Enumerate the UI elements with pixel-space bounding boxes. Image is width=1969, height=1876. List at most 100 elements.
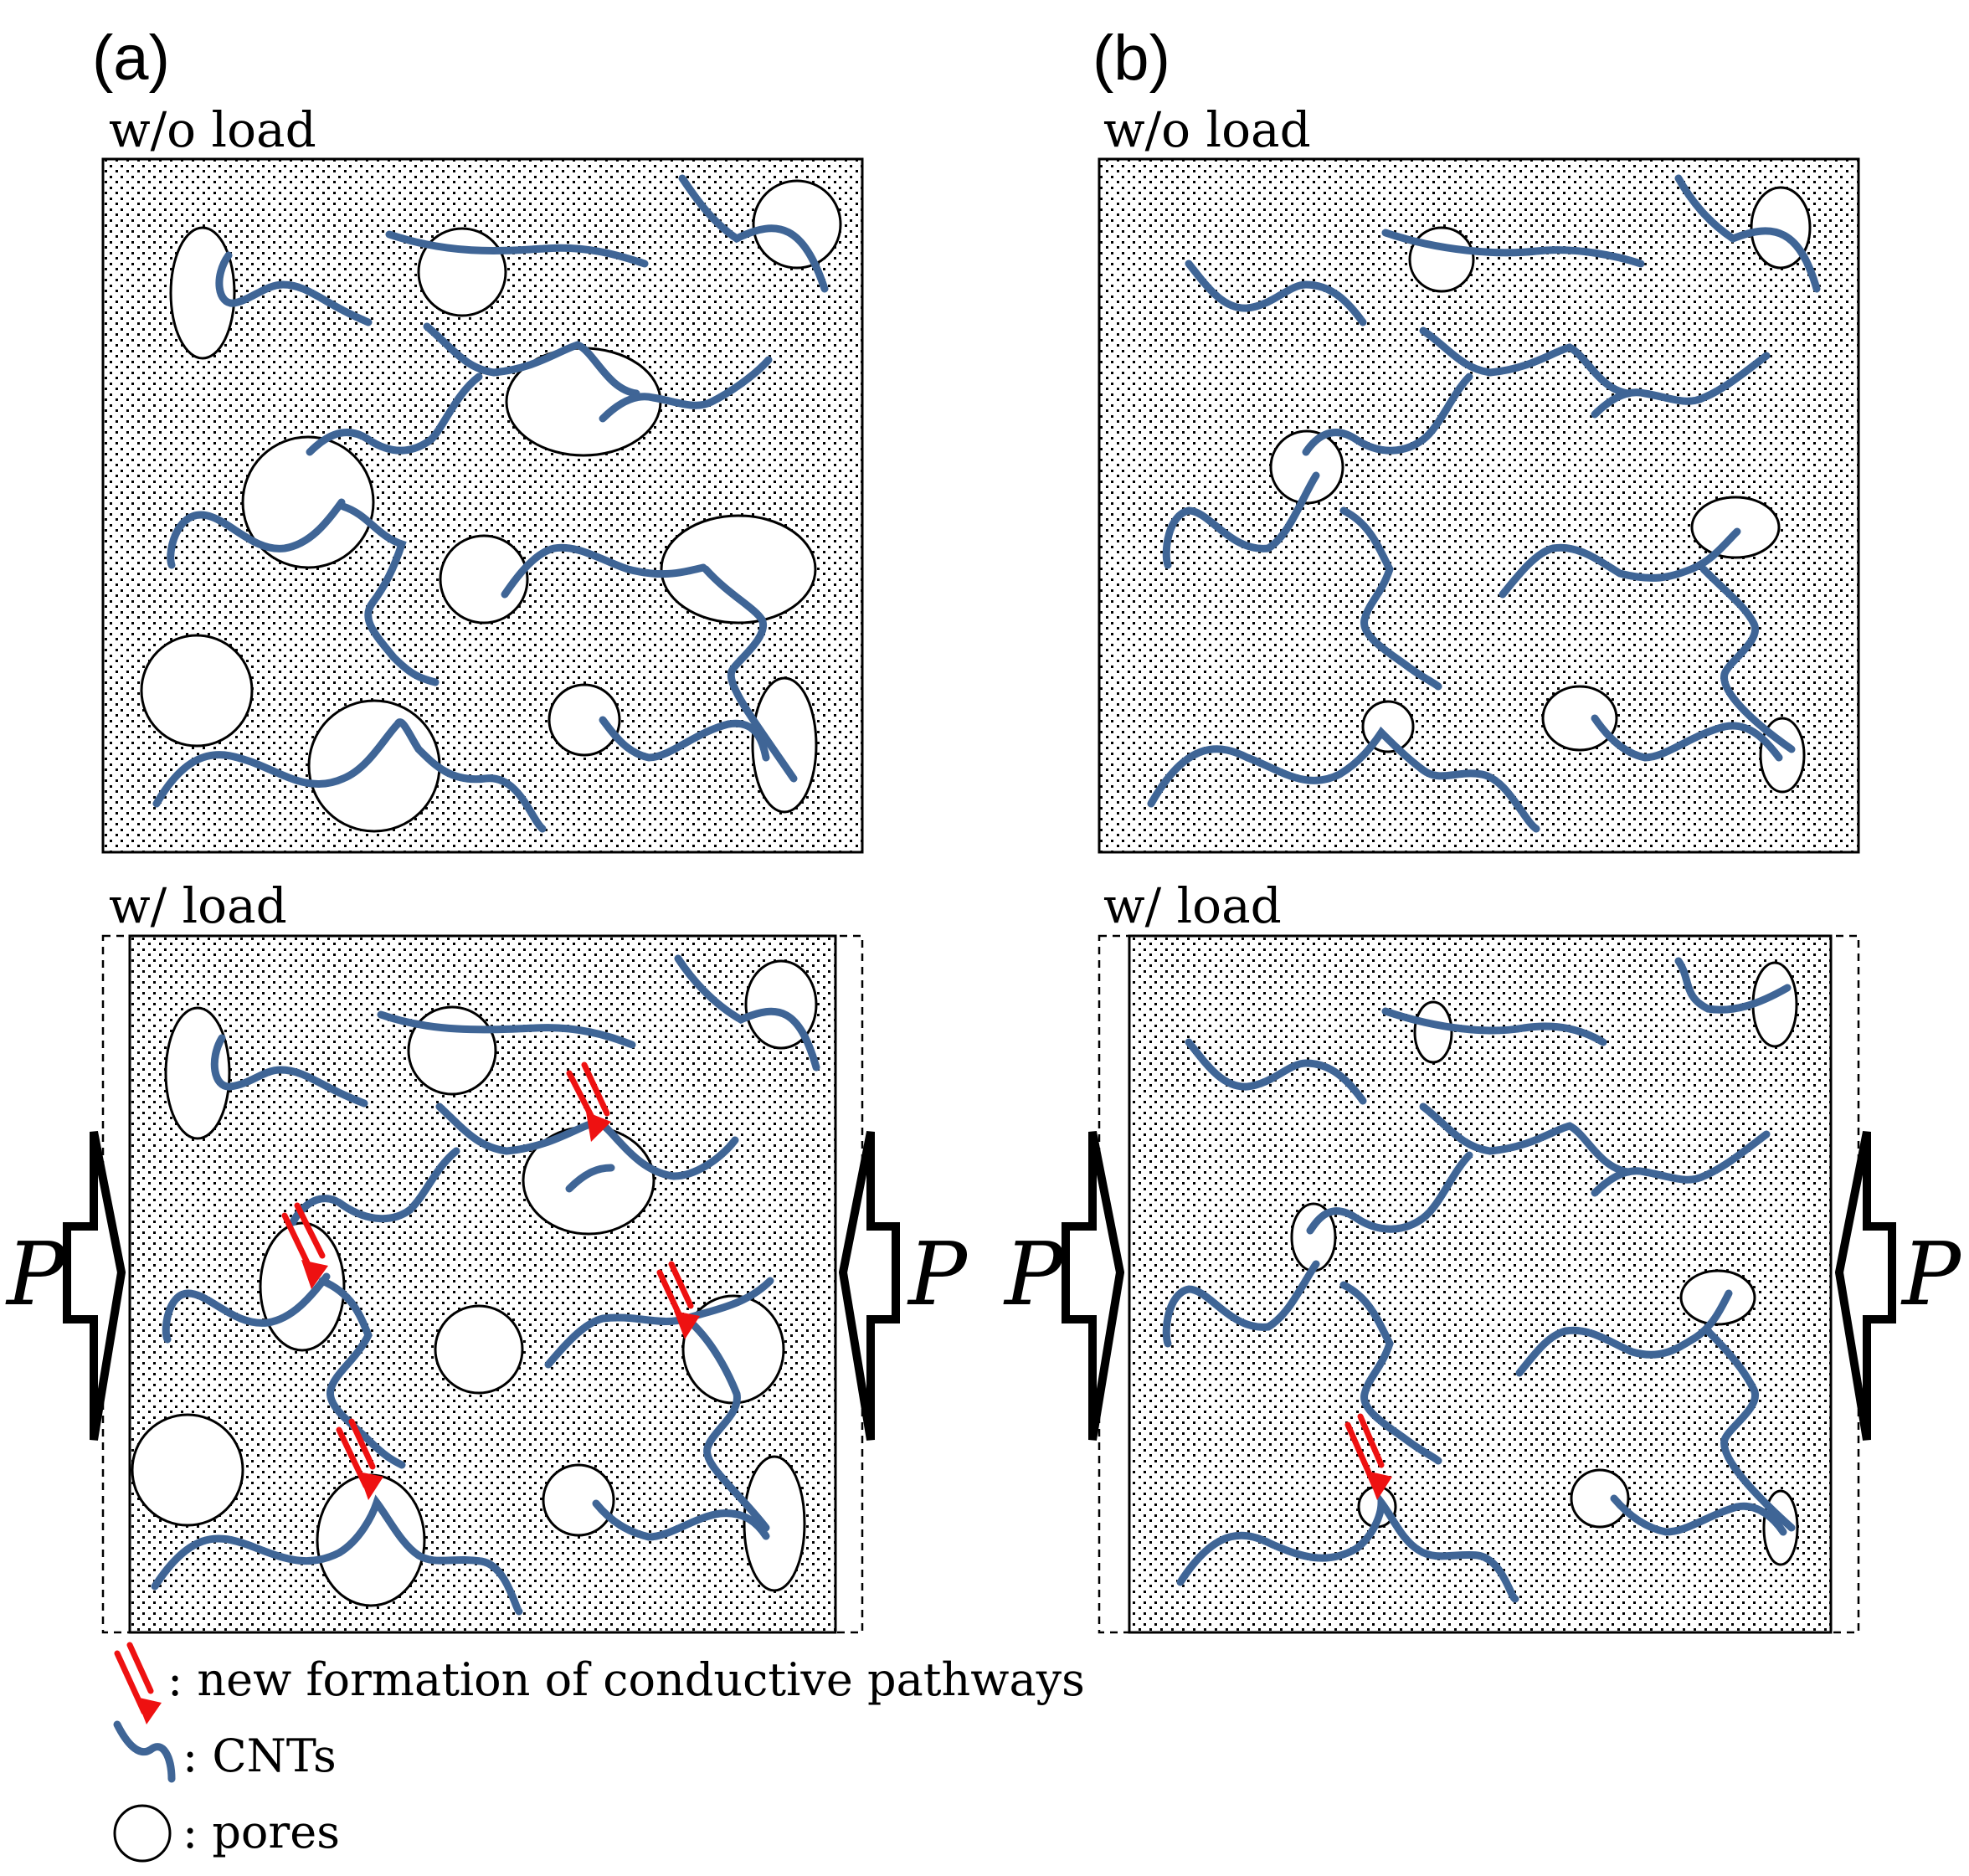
- pore: [1690, 496, 1781, 559]
- pore: [1570, 1468, 1630, 1529]
- cnt: [1591, 1130, 1771, 1197]
- panel-b-loaded-sample: P P: [1003, 934, 1962, 1634]
- pore: [140, 634, 254, 748]
- pore: [434, 1304, 524, 1395]
- cnt: [1147, 726, 1540, 833]
- force-arrow-left-icon: [63, 1131, 126, 1441]
- cnt: [1419, 1102, 1632, 1176]
- cnt: [210, 1034, 368, 1108]
- cnt: [423, 322, 640, 398]
- pores: [131, 959, 818, 1607]
- cnt: [1381, 1007, 1607, 1046]
- cnt: [501, 543, 707, 599]
- cnt: [1339, 1281, 1442, 1465]
- panel-a-unloaded-sample: [101, 157, 864, 854]
- cnt: [599, 356, 773, 423]
- cnt: [385, 230, 649, 268]
- legend-label: : new formation of conductive pathways: [167, 1653, 1085, 1706]
- panel-a-label: (a): [92, 23, 170, 94]
- pore: [1269, 429, 1344, 505]
- pore: [164, 1006, 231, 1140]
- legend: : new formation of conductive pathways :…: [113, 1642, 1085, 1863]
- cnt: [1176, 1491, 1519, 1603]
- cnt: [592, 1499, 770, 1541]
- pore: [407, 1005, 497, 1096]
- cnt: [599, 716, 770, 762]
- pore: [752, 179, 842, 270]
- pore: [169, 226, 236, 360]
- panel-b-unloaded-sample: [1098, 157, 1860, 854]
- cnt: [1699, 565, 1796, 753]
- red-arrow-icon: [656, 1261, 700, 1339]
- cnt-squiggle-icon: [113, 1720, 176, 1783]
- legend-item-cnts: : CNTs: [113, 1720, 337, 1783]
- cnt: [339, 502, 440, 686]
- cnt: [1162, 1260, 1320, 1348]
- cnt: [1162, 471, 1320, 569]
- pore: [751, 676, 818, 814]
- new-pathway-arrows: [1344, 1413, 1392, 1500]
- cnt: [678, 174, 829, 293]
- cnt: [1591, 352, 1771, 419]
- force-label-right: P: [907, 1223, 969, 1325]
- force-label-left: P: [5, 1223, 67, 1325]
- red-arrow-icon: [566, 1061, 611, 1142]
- pore-circle-icon: [113, 1804, 172, 1863]
- cnt: [215, 251, 373, 326]
- new-pathway-arrows: [281, 1061, 700, 1500]
- force-label-right: P: [1900, 1223, 1962, 1325]
- pore: [548, 683, 621, 757]
- red-arrow-icon: [281, 1202, 328, 1289]
- cnt: [1674, 957, 1792, 1014]
- force-arrow-left-icon: [1062, 1131, 1125, 1441]
- force-label-left: P: [1003, 1223, 1065, 1325]
- pore: [307, 699, 441, 833]
- cnt: [306, 373, 483, 456]
- red-arrow-icon: [114, 1642, 162, 1724]
- cnt: [1610, 1494, 1787, 1536]
- cnt: [152, 718, 547, 833]
- cnts: [151, 954, 820, 1616]
- cnts: [1147, 174, 1821, 833]
- pore: [439, 534, 529, 624]
- panel-a-top-condition: w/o load: [109, 101, 316, 158]
- pore: [1541, 685, 1618, 752]
- cnt: [1419, 326, 1632, 398]
- cnt: [1302, 373, 1473, 456]
- cnt: [565, 1164, 615, 1193]
- panel-b-bottom-condition: w/ load: [1103, 877, 1282, 934]
- cnt: [682, 1314, 770, 1532]
- legend-label: : CNTs: [183, 1730, 337, 1782]
- panel-a-loaded-sample: P P: [5, 934, 969, 1634]
- pores: [140, 179, 842, 833]
- cnts: [152, 174, 829, 833]
- cnts: [1162, 957, 1796, 1603]
- cnt: [1381, 229, 1645, 268]
- panel-b-label: (b): [1092, 23, 1170, 94]
- cnt: [377, 1010, 636, 1049]
- pore: [1413, 1000, 1453, 1064]
- force-arrow-right-icon: [838, 1131, 900, 1441]
- pore: [542, 1463, 615, 1537]
- cnt: [151, 1494, 523, 1616]
- panel-b: (b) w/o load: [1003, 23, 1962, 1634]
- pore: [1408, 226, 1475, 293]
- panel-a-bottom-condition: w/ load: [109, 877, 287, 934]
- panel-b-top-condition: w/o load: [1103, 101, 1311, 158]
- pores: [1290, 961, 1799, 1566]
- pore: [660, 514, 817, 624]
- red-arrow-icon: [336, 1418, 383, 1500]
- cnt: [167, 498, 346, 569]
- cnt: [1704, 1327, 1796, 1532]
- cnt: [1591, 714, 1783, 762]
- cnt: [162, 1272, 331, 1344]
- cnt: [1306, 1151, 1473, 1235]
- cnt: [1339, 506, 1442, 691]
- cnt: [1185, 260, 1367, 326]
- cnt: [544, 1277, 774, 1369]
- cnt: [289, 1147, 460, 1226]
- legend-label: : pores: [183, 1806, 340, 1858]
- red-arrow-icon: [1344, 1413, 1392, 1500]
- force-arrow-right-icon: [1834, 1131, 1896, 1441]
